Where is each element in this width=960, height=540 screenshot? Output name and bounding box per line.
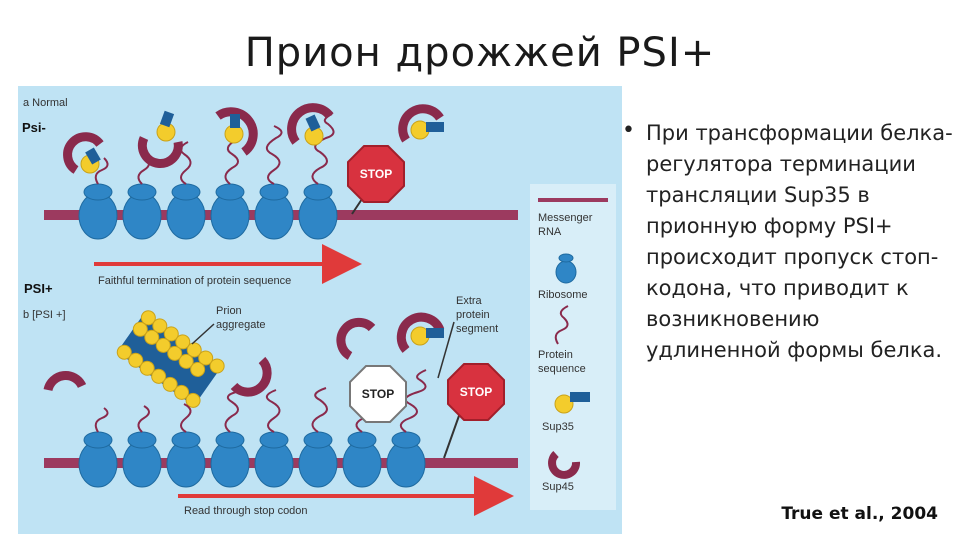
- bullet-dot: •: [622, 118, 635, 143]
- ribosome-small-subunit: [259, 183, 289, 201]
- ribosome-small-subunit: [171, 431, 201, 449]
- sup45-icon: [287, 103, 334, 145]
- protein-sequence: [224, 391, 239, 433]
- stop-sign-bypassed: [349, 365, 407, 423]
- sup35-domain: [85, 147, 101, 165]
- ribosome-small-subunit: [215, 431, 245, 449]
- legend-mrna-swatch: [538, 198, 608, 202]
- stop-sign-bypassed-label: STOP: [362, 387, 394, 401]
- prion-diagram: a Normal Psi- STOP: [18, 86, 622, 534]
- extra-segment-label-1: Extra: [456, 295, 483, 307]
- legend: Messenger RNA Ribosome Protein sequence …: [538, 198, 608, 493]
- sup45-icon: [215, 107, 258, 156]
- sup35-domain: [426, 328, 444, 338]
- legend-panel: [530, 184, 616, 510]
- psi-minus-label: Psi-: [22, 120, 46, 135]
- protein-sequence: [265, 125, 283, 185]
- protein-sequence: [311, 113, 335, 185]
- panel-a-label: a Normal: [23, 97, 68, 109]
- stop-sign-a: [347, 145, 405, 203]
- ribosome-small-subunit: [259, 431, 289, 449]
- arrow-b-label: Read through stop codon: [184, 505, 308, 517]
- extra-segment-pointer: [437, 321, 455, 379]
- protein-sequence: [94, 407, 109, 433]
- sup45-icon: [230, 356, 272, 397]
- ribosome-small-subunit: [83, 431, 113, 449]
- ribosome-small-subunit: [215, 183, 245, 201]
- arrow-a-label: Faithful termination of protein sequence: [98, 275, 291, 287]
- legend-ribosome-small: [558, 253, 574, 263]
- protein-sequence: [265, 389, 281, 433]
- legend-sup45-label: Sup45: [542, 481, 574, 493]
- legend-mrna-label-1: Messenger: [538, 212, 593, 224]
- sup35-domain: [426, 122, 444, 132]
- ribosome-small-subunit: [83, 183, 113, 201]
- panel-a-translation: STOP Faithful termination of protein seq…: [44, 103, 518, 287]
- stop-sign-a-label: STOP: [360, 167, 392, 181]
- ribosome-small-subunit: [347, 431, 377, 449]
- sup45-icon: [396, 312, 445, 353]
- ribosome-small-subunit: [127, 183, 157, 201]
- protein-sequence: [137, 405, 150, 433]
- extra-segment-label-3: segment: [456, 323, 498, 335]
- sup45-icon: [63, 132, 104, 174]
- legend-sup45-swatch: [548, 451, 580, 479]
- panel-b-label: b [PSI +]: [23, 309, 66, 321]
- legend-mrna-label-2: RNA: [538, 226, 562, 238]
- psi-plus-label: PSI+: [24, 281, 53, 296]
- prion-aggregate-label-2: aggregate: [216, 319, 266, 331]
- ribosome-small-subunit: [303, 431, 333, 449]
- legend-sup35-swatch: [554, 394, 574, 414]
- sup45-icon: [137, 136, 183, 168]
- extra-segment-label-2: protein: [456, 309, 490, 321]
- sup45-icon: [43, 371, 87, 392]
- legend-ribosome-swatch: [555, 260, 577, 284]
- sup45-icon: [398, 104, 444, 143]
- diagram-svg: a Normal Psi- STOP: [18, 86, 622, 534]
- prion-aggregate: [116, 310, 225, 408]
- legend-ribosome-label: Ribosome: [538, 289, 588, 301]
- protein-sequence: [311, 387, 328, 433]
- prion-aggregate-label-1: Prion: [216, 305, 242, 317]
- panel-b-translation: Prion aggregate Extra protein segment: [43, 295, 518, 517]
- ribosome-small-subunit: [303, 183, 333, 201]
- ribosome-small-subunit: [391, 431, 421, 449]
- sup35-domain: [159, 110, 175, 128]
- slide-title: Прион дрожжей PSI+: [244, 30, 716, 76]
- protein-sequence: [180, 403, 192, 433]
- sup45-icon: [336, 317, 376, 360]
- stop-sign-b: [447, 363, 505, 421]
- bullet-text: При трансформации белка-регулятора терми…: [646, 121, 953, 362]
- protein-sequence: [94, 157, 109, 185]
- sup35-domain: [305, 114, 321, 132]
- legend-protein-label-2: sequence: [538, 363, 586, 375]
- legend-sup35-label: Sup35: [542, 421, 574, 433]
- ribosome-small-subunit: [171, 183, 201, 201]
- legend-protein-label-1: Protein: [538, 349, 573, 361]
- stop-sign-b-label: STOP: [460, 385, 492, 399]
- legend-protein-swatch: [554, 305, 569, 345]
- ribosome-small-subunit: [127, 431, 157, 449]
- sup35-domain: [230, 114, 240, 128]
- prion-aggregate-pointer: [191, 323, 215, 345]
- citation: True et al., 2004: [781, 504, 938, 524]
- legend-sup35-domain: [570, 392, 590, 402]
